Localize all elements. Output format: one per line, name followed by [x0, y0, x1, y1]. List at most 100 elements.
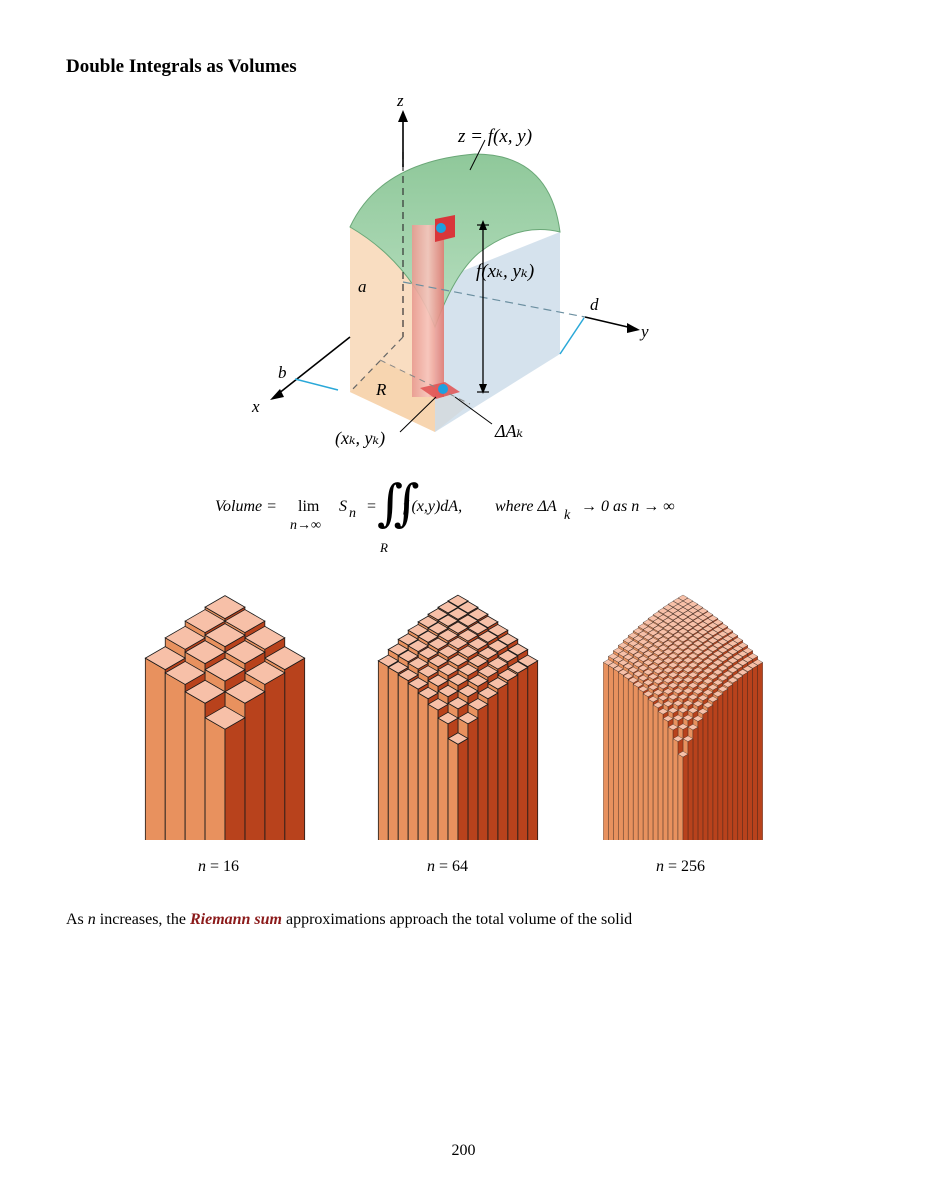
riemann-column: [682, 617, 694, 624]
riemann-column: [457, 711, 479, 725]
riemann-column: [682, 753, 689, 840]
riemann-column: [682, 632, 694, 639]
riemann-column: [164, 660, 206, 685]
riemann-column: [622, 637, 634, 644]
riemann-column: [667, 661, 679, 669]
riemann-column: [687, 607, 699, 614]
riemann-column: [224, 609, 266, 634]
riemann-column: [707, 673, 719, 680]
riemann-column: [612, 656, 624, 663]
z-arrow: [398, 110, 408, 122]
riemann-column: [437, 717, 449, 840]
riemann-column: [467, 654, 489, 668]
integral-sign: ∬: [377, 475, 420, 531]
axis-y-label: y: [639, 322, 649, 341]
riemann-column: [417, 686, 439, 700]
riemann-column: [682, 610, 694, 617]
riemann-column: [702, 678, 714, 685]
formula-where-sub: k: [564, 508, 571, 523]
riemann-column: [457, 645, 479, 658]
riemann-column: [427, 674, 449, 687]
b-tick: [294, 378, 339, 391]
riemann-column: [672, 648, 684, 655]
riemann-column: [612, 665, 624, 672]
point-label: (xₖ, yₖ): [335, 428, 385, 449]
riemann-column: [687, 621, 699, 628]
riemann-column: [184, 679, 226, 704]
riemann-column: [742, 665, 754, 672]
riemann-column: [637, 655, 649, 662]
riemann-column: [637, 630, 649, 638]
riemann-column: [467, 622, 489, 635]
riemann-column: [672, 657, 684, 664]
riemann-column: [662, 667, 674, 674]
riemann-column: [677, 751, 689, 758]
riemann-column: [652, 678, 664, 685]
riemann-column: [628, 679, 634, 840]
riemann-column: [732, 663, 744, 670]
riemann-column: [727, 640, 739, 647]
riemann-column: [608, 653, 619, 660]
riemann-column: [527, 660, 539, 840]
riemann-column: [377, 654, 400, 668]
riemann-column: [427, 622, 449, 635]
riemann-column: [732, 673, 744, 680]
riemann-column: [387, 666, 399, 840]
riemann-column: [732, 679, 738, 840]
riemann-column: [407, 624, 429, 637]
riemann-column: [642, 690, 654, 697]
riemann-column: [692, 640, 704, 647]
riemann-column: [672, 632, 684, 639]
riemann-column: [712, 650, 724, 657]
riemann-column: [487, 639, 509, 653]
riemann-column: [224, 679, 266, 704]
riemann-column: [672, 610, 684, 617]
riemann-column: [742, 647, 754, 654]
riemann-column: [647, 696, 659, 703]
axis-x-label: x: [251, 397, 260, 416]
riemann-column: [617, 669, 629, 676]
riemann-column: [707, 654, 719, 661]
riemann-column: [677, 644, 689, 651]
riemann-column: [407, 639, 429, 653]
riemann-column: [657, 683, 669, 690]
riemann-column: [447, 732, 469, 745]
riemann-column: [697, 683, 709, 690]
riemann-column: [702, 633, 714, 640]
riemann-column: [437, 645, 459, 658]
riemann-column: [647, 663, 659, 670]
riemann-column: [638, 688, 644, 840]
riemann-column: [623, 675, 629, 840]
riemann-column: [662, 700, 674, 707]
right-wall: [435, 232, 560, 432]
surface-point: [436, 223, 446, 233]
riemann-column: [657, 708, 669, 715]
riemann-column: [497, 633, 519, 646]
riemann-column: [712, 659, 724, 666]
riemann-column: [642, 659, 654, 666]
riemann-column: [487, 692, 499, 840]
riemann-column: [707, 637, 719, 644]
riemann-column: [224, 716, 246, 840]
riemann-column: [667, 724, 679, 731]
riemann-column: [264, 672, 286, 840]
surface-label: z = f(x, y): [457, 126, 532, 147]
riemann-column: [642, 634, 654, 641]
formula-where: where ΔA: [495, 498, 557, 515]
riemann-column: [457, 601, 479, 614]
riemann-column: [697, 708, 709, 715]
riemann-column: [702, 667, 714, 674]
riemann-column: [457, 663, 479, 677]
riemann-column: [627, 657, 639, 664]
formula-S-sub: n: [349, 506, 356, 521]
riemann-column: [467, 637, 489, 650]
riemann-column: [687, 644, 699, 651]
riemann-column: [687, 724, 699, 731]
riemann-column: [632, 681, 644, 688]
riemann-column: [224, 640, 266, 665]
riemann-column: [747, 653, 758, 660]
riemann-column: [437, 601, 459, 614]
riemann-column: [717, 674, 729, 682]
riemann-column: [692, 667, 704, 674]
formula-eq: =: [367, 498, 377, 515]
